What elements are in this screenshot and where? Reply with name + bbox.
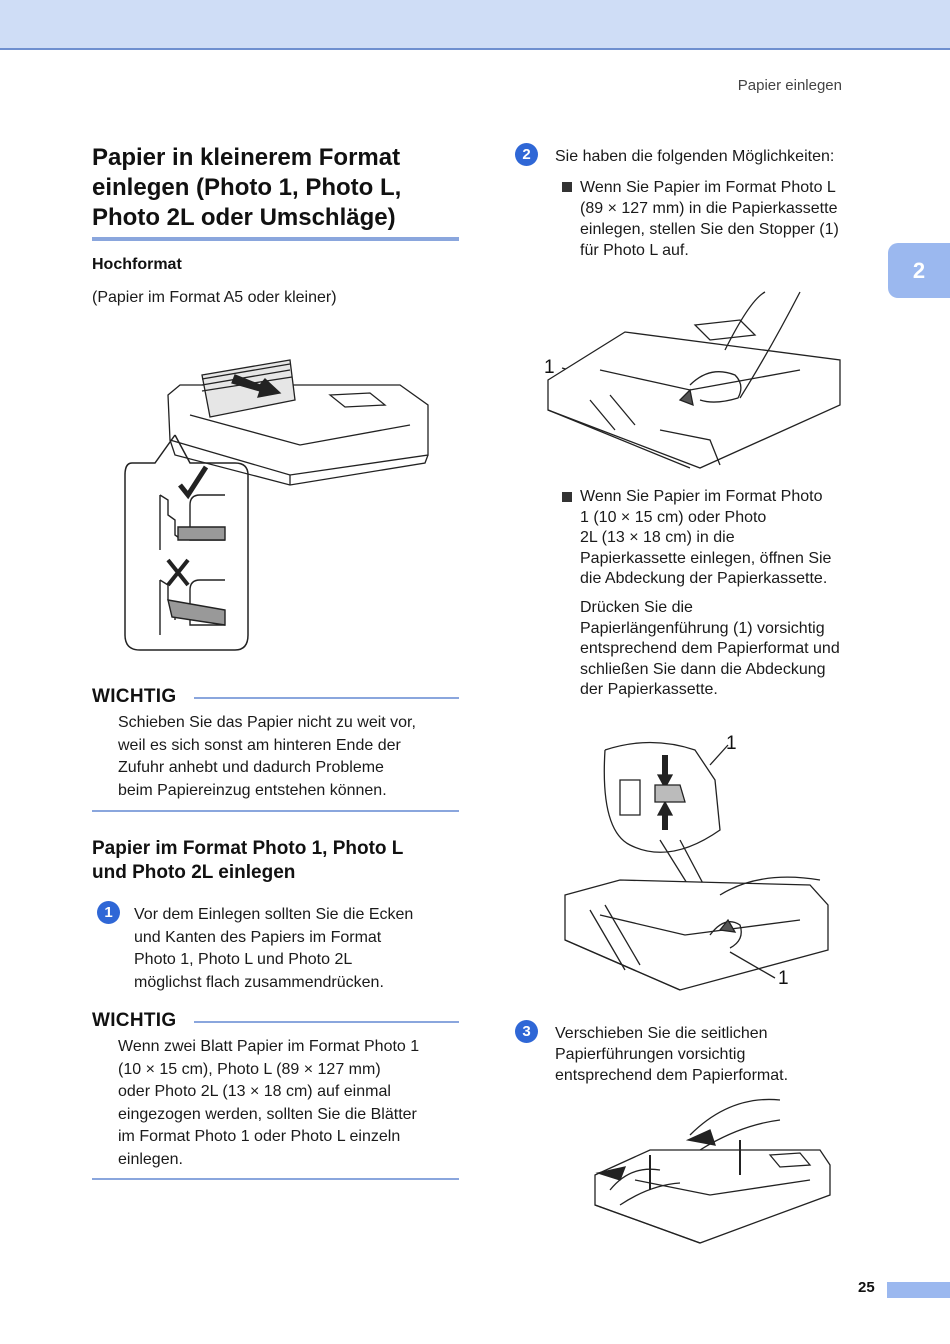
callout-1: 1 xyxy=(778,968,789,989)
running-header: Papier einlegen xyxy=(737,77,842,94)
text-line: 2L (13 × 18 cm) in die xyxy=(580,529,735,546)
text-line: möglichst flach zusammendrücken. xyxy=(134,973,384,991)
title-rule xyxy=(92,237,459,241)
important-heading: WICHTIG xyxy=(92,686,177,707)
text-line: 1 (10 × 15 cm) oder Photo xyxy=(580,508,767,526)
text-line: Papierlängenführung (1) vorsichtig xyxy=(580,619,825,637)
text-line: und Kanten des Papiers im Format xyxy=(134,928,382,946)
text-line: Schieben Sie das Papier nicht zu weit vo… xyxy=(118,714,416,731)
text-line: Papierkassette einlegen, öffnen Sie xyxy=(580,549,832,567)
important-end-rule xyxy=(92,1178,459,1180)
text-line: Drücken Sie die xyxy=(580,599,693,616)
important-end-rule xyxy=(92,810,459,812)
text-line: einlegen, stellen Sie den Stopper (1) xyxy=(580,221,839,238)
important-heading: WICHTIG xyxy=(92,1010,177,1031)
bullet-square xyxy=(562,492,572,502)
text-line: Wenn Sie Papier im Format Photo L xyxy=(580,179,836,196)
text-line: Zufuhr anhebt und dadurch Probleme xyxy=(118,759,384,776)
subsection-title-line: Papier im Format Photo 1, Photo L xyxy=(92,838,404,859)
step-2-intro: Sie haben die folgenden Möglichkeiten: xyxy=(555,148,835,165)
bullet-1-text: Wenn Sie Papier im Format Photo L (89 × … xyxy=(580,177,900,261)
text-line: weil es sich sonst am hinteren Ende der xyxy=(118,736,401,754)
side-guides-illustration xyxy=(594,1098,831,1244)
text-line: (10 × 15 cm), Photo L (89 × 127 mm) xyxy=(118,1060,381,1078)
text-line: oder Photo 2L (13 × 18 cm) auf einmal xyxy=(118,1083,391,1100)
text-line: der Papierkassette. xyxy=(580,681,718,698)
bullet-square xyxy=(562,182,572,192)
step-number-2: 2 xyxy=(515,143,538,166)
text-line: (89 × 127 mm) in die Papierkassette xyxy=(580,200,838,217)
step-number-1: 1 xyxy=(97,901,120,924)
callout-1: 1 xyxy=(544,357,555,378)
text-line: im Format Photo 1 oder Photo L einzeln xyxy=(118,1128,401,1145)
step-number-3: 3 xyxy=(515,1020,538,1043)
paper-length-guide-illustration xyxy=(564,741,829,991)
section-title-line: Photo 2L oder Umschläge) xyxy=(92,204,396,231)
bullet-2-followup: Drücken Sie die Papierlängenführung (1) … xyxy=(580,598,900,701)
subnote: (Papier im Format A5 oder kleiner) xyxy=(92,289,337,306)
text-line: schließen Sie dann die Abdeckung xyxy=(580,660,826,678)
step-1-text: Vor dem Einlegen sollten Sie die Ecken u… xyxy=(134,904,464,994)
tray-loading-illustration xyxy=(124,359,429,651)
footer-tab xyxy=(887,1282,950,1298)
subheading-hochformat: Hochformat xyxy=(92,256,182,273)
section-title-line: Papier in kleinerem Format xyxy=(92,144,401,171)
photo-l-stopper-illustration xyxy=(547,291,841,469)
important-rule xyxy=(194,697,459,699)
subsection-title: Papier im Format Photo 1, Photo L und Ph… xyxy=(92,837,403,885)
section-title: Papier in kleinerem Format einlegen (Pho… xyxy=(92,143,462,233)
page-number: 25 xyxy=(858,1279,875,1296)
text-line: beim Papiereinzug entstehen können. xyxy=(118,781,387,799)
text-line: Vor dem Einlegen sollten Sie die Ecken xyxy=(134,906,414,923)
section-title-line: einlegen (Photo 1, Photo L, xyxy=(92,174,402,201)
callout-1: 1 xyxy=(726,733,737,754)
text-line: Wenn zwei Blatt Papier im Format Photo 1 xyxy=(118,1038,420,1055)
step-3-text: Verschieben Sie die seitlichen Papierfüh… xyxy=(555,1023,875,1086)
important-text: Schieben Sie das Papier nicht zu weit vo… xyxy=(118,712,463,802)
top-header-band xyxy=(0,0,950,50)
text-line: die Abdeckung der Papierkassette. xyxy=(580,570,828,587)
text-line: Verschieben Sie die seitlichen xyxy=(555,1025,768,1042)
text-line: entsprechend dem Papierformat und xyxy=(580,640,840,657)
subsection-title-line: und Photo 2L einlegen xyxy=(92,862,296,883)
important-rule xyxy=(194,1021,459,1023)
text-line: Photo 1, Photo L und Photo 2L xyxy=(134,951,353,968)
text-line: einlegen. xyxy=(118,1150,183,1168)
text-line: Papierführungen vorsichtig xyxy=(555,1046,746,1063)
text-line: entsprechend dem Papierformat. xyxy=(555,1067,789,1084)
text-line: eingezogen werden, sollten Sie die Blätt… xyxy=(118,1105,417,1123)
text-line: für Photo L auf. xyxy=(580,242,689,259)
text-line: Wenn Sie Papier im Format Photo xyxy=(580,488,823,505)
important-text: Wenn zwei Blatt Papier im Format Photo 1… xyxy=(118,1036,463,1171)
chapter-tab[interactable]: 2 xyxy=(888,243,950,298)
bullet-2-text: Wenn Sie Papier im Format Photo 1 (10 × … xyxy=(580,487,900,590)
